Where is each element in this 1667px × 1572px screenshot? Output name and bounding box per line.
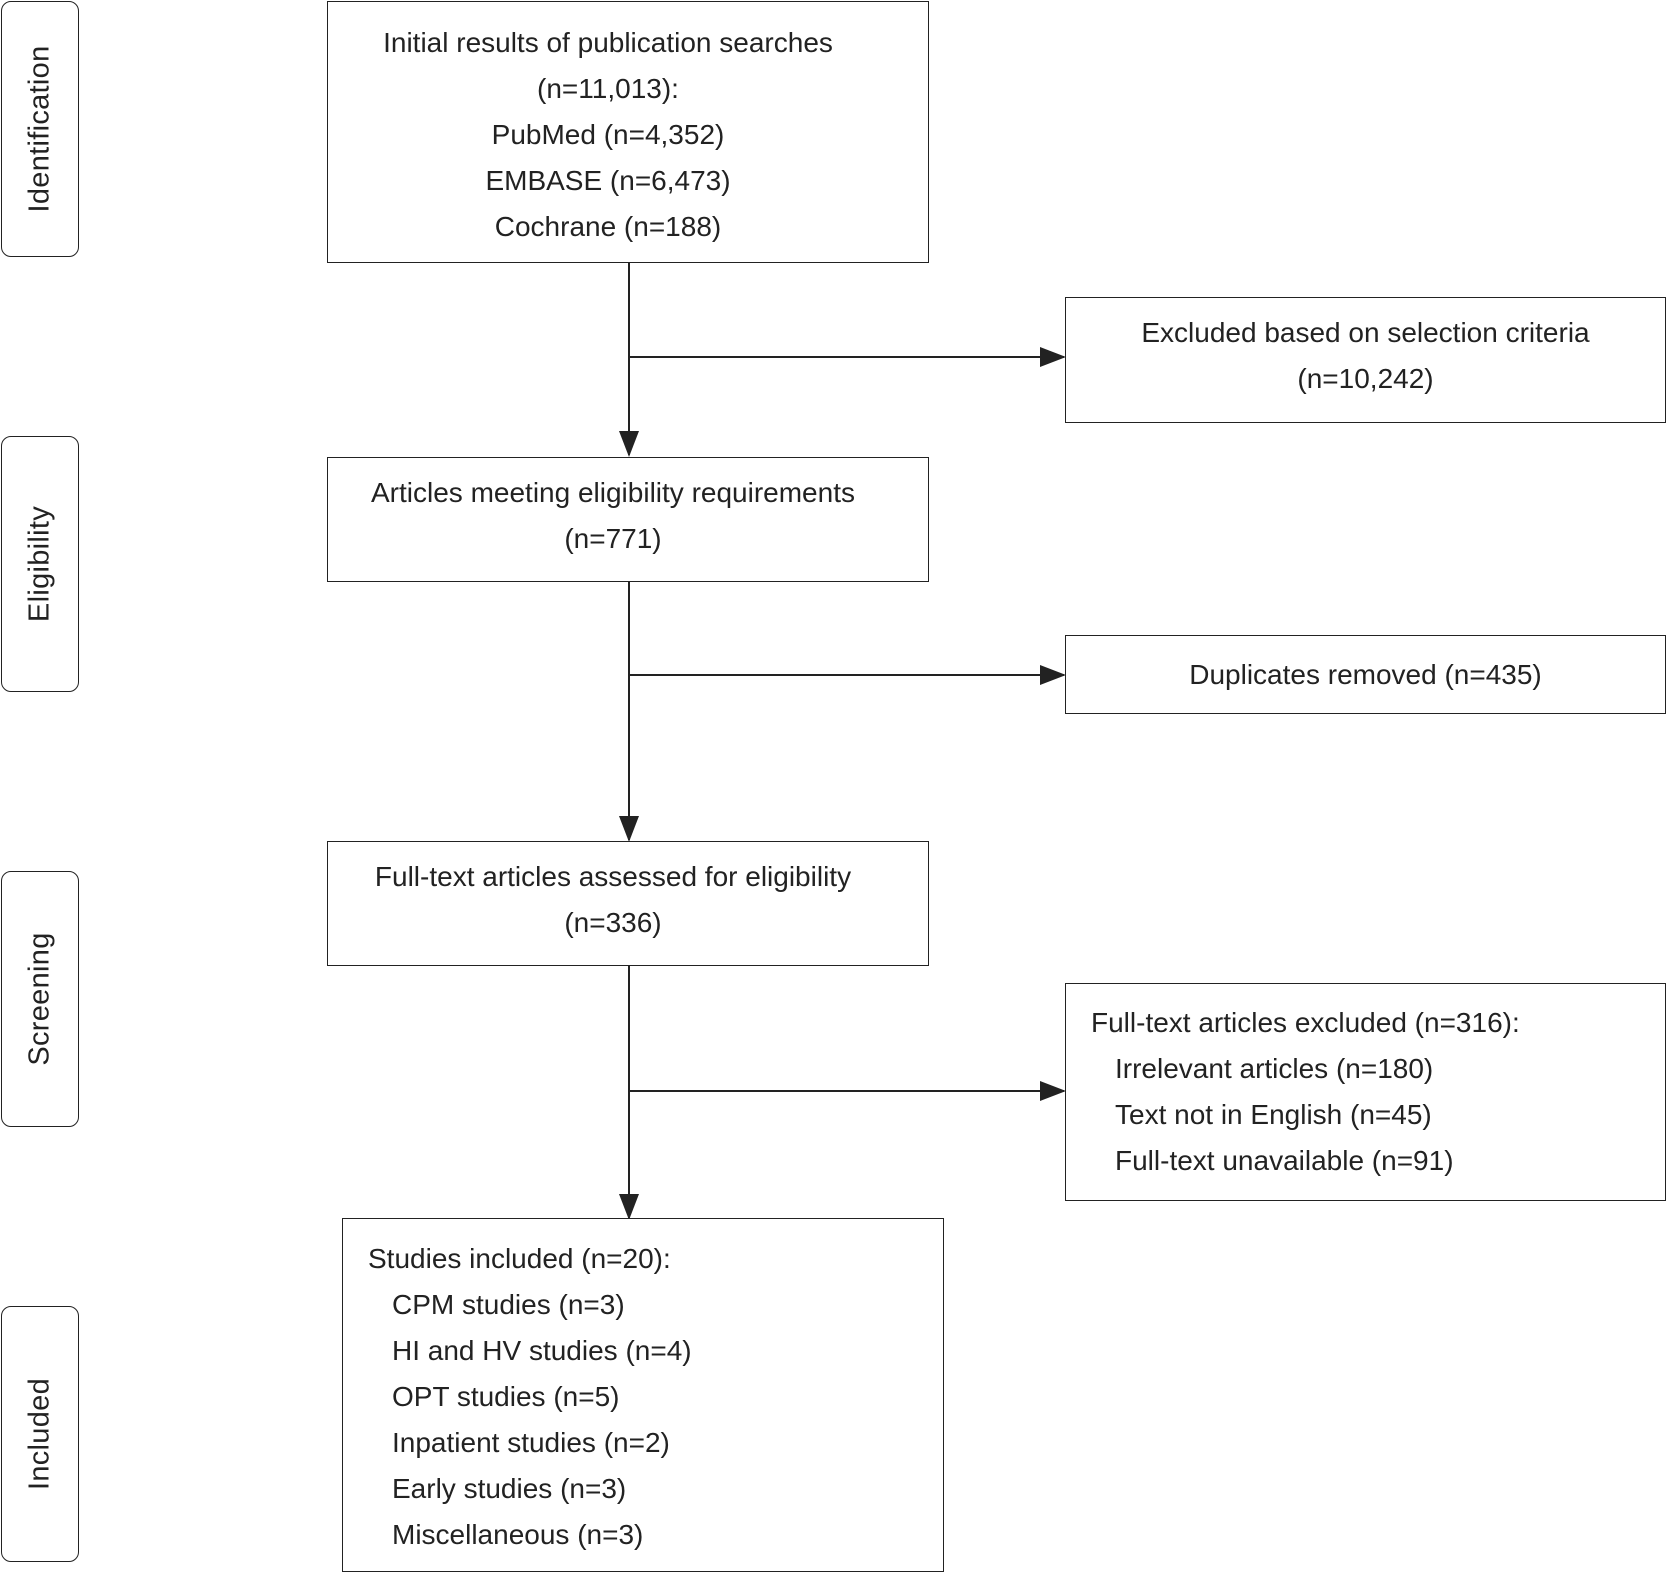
- phase-screening-label: Screening: [23, 932, 56, 1066]
- studies-included-title: Studies included (n=20):: [368, 1243, 671, 1274]
- eligible-articles-count: (n=771): [564, 523, 662, 554]
- eligible-articles-box: Articles meeting eligibility requirement…: [327, 457, 929, 582]
- phase-included: Included: [1, 1306, 79, 1562]
- excluded-criteria-count: (n=10,242): [1297, 363, 1434, 394]
- arrowhead-eligible: [619, 431, 639, 457]
- excluded-criteria-box: Excluded based on selection criteria (n=…: [1065, 297, 1666, 423]
- initial-results-box: Initial results of publication searches …: [327, 1, 929, 263]
- studies-included-item: OPT studies (n=5): [392, 1381, 620, 1412]
- phase-identification: Identification: [1, 1, 79, 257]
- fulltext-excluded-item: Full-text unavailable (n=91): [1115, 1145, 1454, 1176]
- arrowhead-duplicates: [1040, 665, 1066, 685]
- phase-identification-label: Identification: [23, 45, 56, 213]
- studies-included-box: Studies included (n=20): CPM studies (n=…: [342, 1218, 944, 1572]
- fulltext-excluded-item: Text not in English (n=45): [1115, 1099, 1432, 1130]
- phase-screening: Screening: [1, 871, 79, 1127]
- fulltext-assessed-box: Full-text articles assessed for eligibil…: [327, 841, 929, 966]
- eligible-articles-title: Articles meeting eligibility requirement…: [371, 477, 855, 508]
- arrowhead-fulltext-excluded: [1040, 1081, 1066, 1101]
- phase-eligibility: Eligibility: [1, 436, 79, 692]
- studies-included-item: Early studies (n=3): [392, 1473, 627, 1504]
- excluded-criteria-title: Excluded based on selection criteria: [1141, 317, 1590, 348]
- fulltext-excluded-box: Full-text articles excluded (n=316): Irr…: [1065, 983, 1666, 1201]
- duplicates-removed-box: Duplicates removed (n=435): [1065, 635, 1666, 714]
- phase-eligibility-label: Eligibility: [23, 505, 56, 623]
- phase-included-label: Included: [23, 1377, 56, 1491]
- fulltext-assessed-count: (n=336): [564, 907, 662, 938]
- arrowhead-included: [619, 1194, 639, 1220]
- arrowhead-excluded-criteria: [1040, 347, 1066, 367]
- duplicates-removed-text: Duplicates removed (n=435): [1189, 659, 1542, 690]
- studies-included-item: Inpatient studies (n=2): [392, 1427, 670, 1458]
- arrowhead-fulltext: [619, 816, 639, 842]
- fulltext-excluded-title: Full-text articles excluded (n=316):: [1091, 1007, 1520, 1038]
- initial-results-cochrane: Cochrane (n=188): [494, 211, 722, 242]
- initial-results-title: Initial results of publication searches: [383, 27, 833, 58]
- initial-results-pubmed: PubMed (n=4,352): [491, 119, 725, 150]
- initial-results-count: (n=11,013):: [537, 73, 679, 104]
- studies-included-item: CPM studies (n=3): [392, 1289, 625, 1320]
- fulltext-excluded-item: Irrelevant articles (n=180): [1115, 1053, 1434, 1084]
- studies-included-item: Miscellaneous (n=3): [392, 1519, 644, 1550]
- fulltext-assessed-title: Full-text articles assessed for eligibil…: [374, 861, 852, 892]
- initial-results-embase: EMBASE (n=6,473): [485, 165, 731, 196]
- studies-included-item: HI and HV studies (n=4): [392, 1335, 692, 1366]
